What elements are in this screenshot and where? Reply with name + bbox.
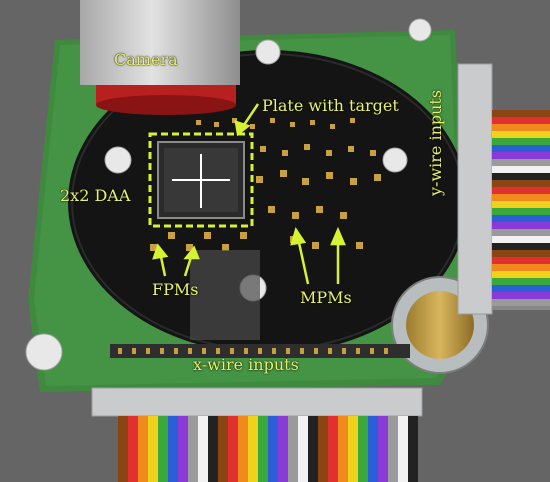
label-fpms: FPMs (152, 280, 199, 299)
detector-disk (68, 50, 468, 354)
label-mpms: MPMs (300, 288, 352, 307)
label-camera: Camera (114, 50, 178, 69)
label-daa: 2x2 DAA (60, 186, 131, 205)
bottom-ribbon-cable (118, 416, 418, 482)
annotation-arrows (152, 103, 346, 285)
right-ribbon-cable (492, 110, 550, 310)
lens-barrel (190, 250, 260, 340)
label-plate-with-target: Plate with target (262, 96, 399, 115)
target-crosshair (172, 154, 230, 208)
right-connector (457, 63, 493, 315)
daa-highlight-box (148, 132, 254, 228)
camera-body (80, 0, 240, 115)
label-y-wire-inputs: y-wire inputs (426, 89, 445, 196)
label-x-wire-inputs: x-wire inputs (193, 355, 299, 374)
bottom-connector (91, 387, 423, 417)
fpm-pads (150, 232, 247, 251)
